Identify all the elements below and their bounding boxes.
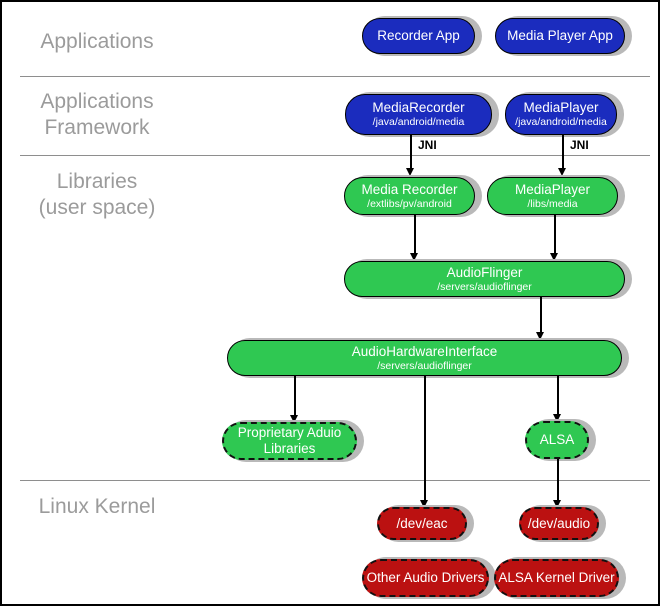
node-media-player-app: Media Player App bbox=[495, 18, 625, 54]
connector-jni-left bbox=[410, 135, 412, 168]
connector-alsa-to-dev-audio bbox=[557, 459, 559, 500]
section-label-line: Linux Kernel bbox=[38, 495, 156, 518]
node-label: /dev/audio bbox=[527, 515, 591, 531]
node-label: ALSA Kernel Driver bbox=[498, 570, 615, 585]
node-mediarecorder-framework: MediaRecorder /java/android/media bbox=[345, 94, 492, 135]
node-mediaplayer-framework: MediaPlayer /java/android/media bbox=[505, 94, 617, 135]
section-label-line: Applications bbox=[40, 90, 154, 113]
node-label: MediaPlayer bbox=[514, 181, 591, 197]
section-label-line: Libraries bbox=[56, 170, 138, 193]
node-recorder-app: Recorder App bbox=[362, 18, 475, 54]
connector-jni-right bbox=[562, 135, 564, 168]
node-label: ALSA bbox=[539, 432, 575, 447]
node-label: Other Audio Drivers bbox=[366, 570, 485, 585]
section-label-line: (user space) bbox=[38, 196, 156, 219]
arrowhead-player-to-audioflinger bbox=[550, 253, 558, 261]
connector-player-to-audioflinger bbox=[554, 215, 556, 253]
arrowhead-ahi-to-dev-eac bbox=[420, 500, 428, 508]
node-path: /servers/audioflinger bbox=[377, 359, 472, 372]
section-label-applications-framework: Applications Framework bbox=[12, 89, 182, 141]
section-label-applications: Applications bbox=[12, 29, 182, 55]
connector-ahi-to-proprietary bbox=[294, 376, 296, 415]
arrowhead-alsa-to-dev-audio bbox=[553, 500, 561, 508]
connector-recorder-to-audioflinger bbox=[414, 215, 416, 253]
node-alsa: ALSA bbox=[525, 421, 589, 459]
node-dev-audio: /dev/audio bbox=[519, 507, 599, 540]
node-proprietary-audio-libraries: Proprietary Aduio Libraries bbox=[222, 422, 357, 460]
node-alsa-kernel-driver: ALSA Kernel Driver bbox=[494, 559, 619, 597]
node-label: AudioFlinger bbox=[446, 264, 523, 280]
arrowhead-audioflinger-to-ahi bbox=[536, 332, 544, 340]
section-label-line: Applications bbox=[40, 30, 154, 53]
section-label-line: Framework bbox=[44, 116, 150, 139]
node-label: MediaRecorder bbox=[372, 100, 465, 115]
section-divider-3 bbox=[20, 480, 650, 481]
node-label: /dev/eac bbox=[396, 515, 448, 531]
connector-ahi-to-alsa bbox=[557, 376, 559, 414]
section-divider-1 bbox=[20, 76, 650, 77]
node-label: Media Player App bbox=[507, 28, 613, 43]
node-audio-hardware-interface: AudioHardwareInterface /servers/audiofli… bbox=[227, 340, 622, 376]
node-path: /java/android/media bbox=[515, 116, 607, 128]
connector-ahi-to-dev-eac bbox=[424, 376, 426, 500]
node-label: Recorder App bbox=[377, 28, 460, 43]
node-audioflinger: AudioFlinger /servers/audioflinger bbox=[344, 261, 625, 297]
arrowhead-ahi-to-proprietary bbox=[290, 415, 298, 423]
node-path: /servers/audioflinger bbox=[437, 280, 532, 293]
node-path: /java/android/media bbox=[372, 116, 465, 128]
arrowhead-ahi-to-alsa bbox=[553, 414, 561, 422]
section-label-linux-kernel: Linux Kernel bbox=[12, 494, 182, 520]
node-media-recorder-lib: Media Recorder /extlibs/pv/android bbox=[344, 177, 475, 215]
node-label: MediaPlayer bbox=[523, 100, 599, 115]
jni-label-right: JNI bbox=[570, 138, 589, 152]
arrowhead-jni-left bbox=[406, 168, 414, 176]
node-path: /libs/media bbox=[527, 197, 578, 210]
node-label: AudioHardwareInterface bbox=[351, 343, 498, 359]
node-mediaplayer-lib: MediaPlayer /libs/media bbox=[487, 177, 618, 215]
node-label: Media Recorder bbox=[361, 181, 458, 197]
arrowhead-jni-right bbox=[558, 168, 566, 176]
node-dev-eac: /dev/eac bbox=[377, 507, 467, 540]
node-label: Proprietary Aduio bbox=[237, 425, 342, 440]
arrowhead-recorder-to-audioflinger bbox=[410, 253, 418, 261]
section-divider-2 bbox=[20, 155, 650, 156]
node-label: Libraries bbox=[263, 441, 316, 456]
connector-audioflinger-to-ahi bbox=[540, 297, 542, 332]
node-other-audio-drivers: Other Audio Drivers bbox=[362, 559, 489, 597]
jni-label-left: JNI bbox=[418, 138, 437, 152]
section-label-libraries: Libraries (user space) bbox=[12, 169, 182, 221]
node-path: /extlibs/pv/android bbox=[367, 197, 452, 210]
